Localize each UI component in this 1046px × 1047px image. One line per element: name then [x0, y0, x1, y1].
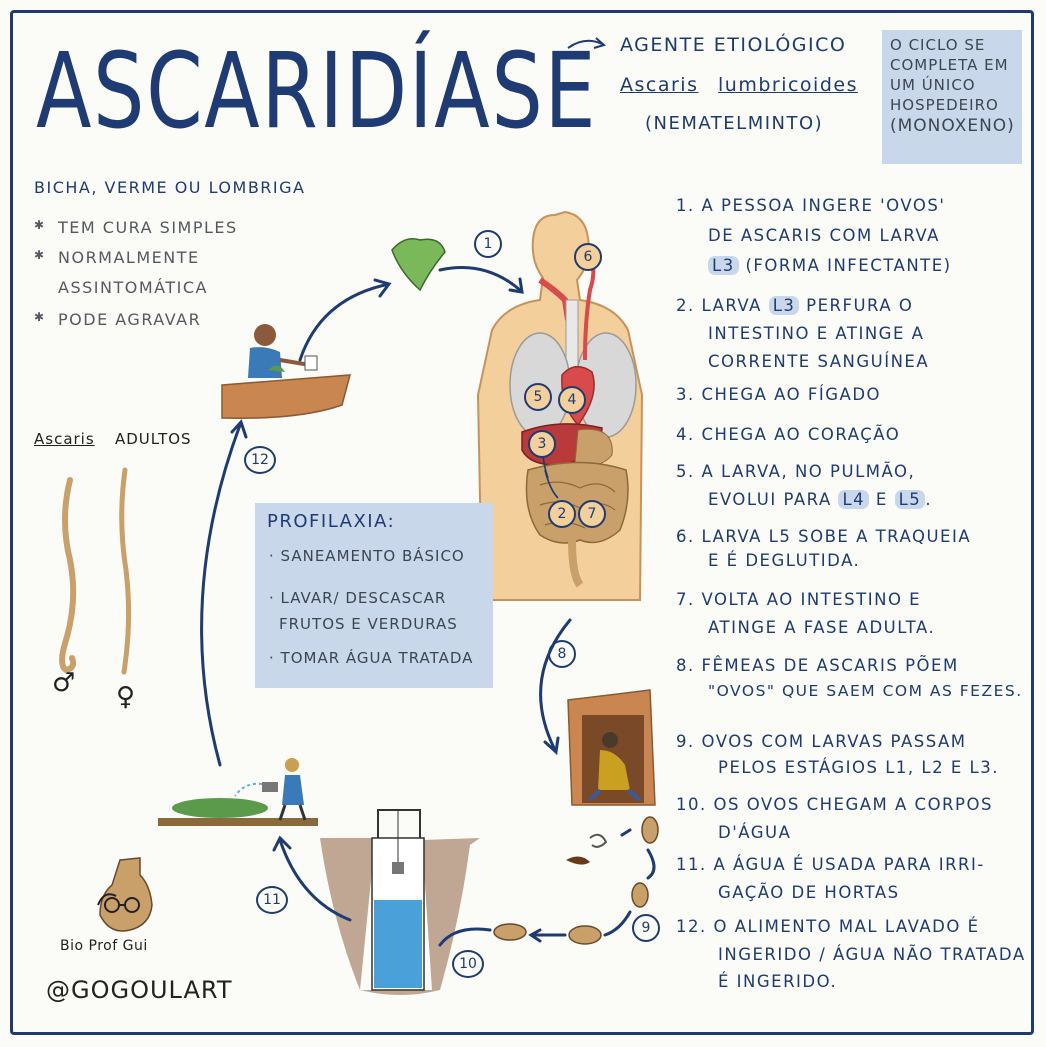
- cycle-note-line: UM ÚNICO: [890, 76, 976, 94]
- title-agent-arrow: [567, 39, 603, 49]
- prophylaxis-item: · LAVAR/ DESCASCAR: [269, 589, 447, 607]
- cycle-number-circle: 8: [548, 640, 576, 668]
- cycle-number-circle: 2: [548, 500, 576, 528]
- subtitle: BICHA, VERME OU LOMBRIGA: [34, 178, 306, 197]
- cycle-number-circle: 10: [452, 950, 484, 978]
- llama-logo-illustration: [97, 857, 153, 932]
- bullet-item: NORMALMENTE: [58, 248, 200, 267]
- water-well-illustration: [320, 809, 480, 995]
- cycle-note-box: O CICLO SE COMPLETA EM UM ÚNICO HOSPEDEI…: [882, 30, 1022, 164]
- bullet-icon: ✱: [34, 218, 46, 232]
- agent-species: lumbricoides: [718, 74, 858, 96]
- cycle-note-line: (MONOXENO): [890, 116, 1015, 136]
- credit-name: Bio Prof Gui: [60, 938, 148, 954]
- credit-handle: @GOGOULART: [46, 976, 233, 1004]
- male-symbol-icon: ♂: [52, 668, 77, 698]
- cycle-number-circle: 7: [578, 500, 606, 528]
- vegetable-illustration: [391, 238, 446, 292]
- prophylaxis-title: PROFILAXIA:: [267, 511, 396, 532]
- bullet-icon: ✱: [34, 310, 46, 324]
- cycle-note-line: HOSPEDEIRO: [890, 96, 999, 114]
- cycle-number-circle: 9: [632, 914, 660, 942]
- prophylaxis-item: · TOMAR ÁGUA TRATADA: [269, 649, 474, 667]
- bullet-item: ASSINTOMÁTICA: [58, 278, 208, 297]
- male-worm-illustration: [59, 477, 77, 674]
- prophylaxis-item: · SANEAMENTO BÁSICO: [269, 547, 465, 565]
- cycle-note-line: O CICLO SE: [890, 36, 986, 54]
- prophylaxis-item: FRUTOS E VERDURAS: [279, 615, 458, 633]
- cycle-number-circle: 6: [574, 243, 602, 271]
- garden-irrigation-illustration: [158, 758, 318, 826]
- bullet-item: TEM CURA SIMPLES: [58, 218, 238, 237]
- step-4: 4. CHEGA AO CORAÇÃO: [676, 425, 901, 444]
- female-worm-illustration: [119, 467, 132, 675]
- cycle-number-circle: 12: [244, 446, 276, 474]
- cycle-number-circle: 5: [524, 383, 552, 411]
- adults-genus: Ascaris: [34, 430, 95, 448]
- cycle-number-circle: 4: [558, 386, 586, 414]
- cycle-note-line: COMPLETA EM: [890, 56, 1009, 74]
- bullet-icon: ✱: [34, 248, 46, 262]
- eggs-illustration: [493, 816, 659, 945]
- bullet-item: PODE AGRAVAR: [58, 310, 202, 329]
- agent-phylum: (NEMATELMINTO): [645, 113, 824, 134]
- agent-label: AGENTE ETIOLÓGICO: [620, 34, 847, 56]
- cycle-arrows: [200, 266, 656, 947]
- agent-genus: Ascaris: [620, 74, 699, 96]
- page-border: [10, 10, 1034, 1035]
- prophylaxis-box: PROFILAXIA: · SANEAMENTO BÁSICO · LAVAR/…: [255, 503, 493, 688]
- person-eating-illustration: [221, 324, 351, 419]
- page-title: ASCARIDÍASE: [36, 30, 598, 152]
- step-3: 3. CHEGA AO FÍGADO: [676, 385, 882, 404]
- cycle-number-circle: 1: [474, 230, 502, 258]
- cycle-number-circle: 11: [256, 886, 288, 914]
- outhouse-illustration: [566, 689, 656, 865]
- female-symbol-icon: ♀: [116, 682, 137, 712]
- cycle-number-circle: 3: [528, 430, 556, 458]
- adults-label: ADULTOS: [115, 430, 192, 448]
